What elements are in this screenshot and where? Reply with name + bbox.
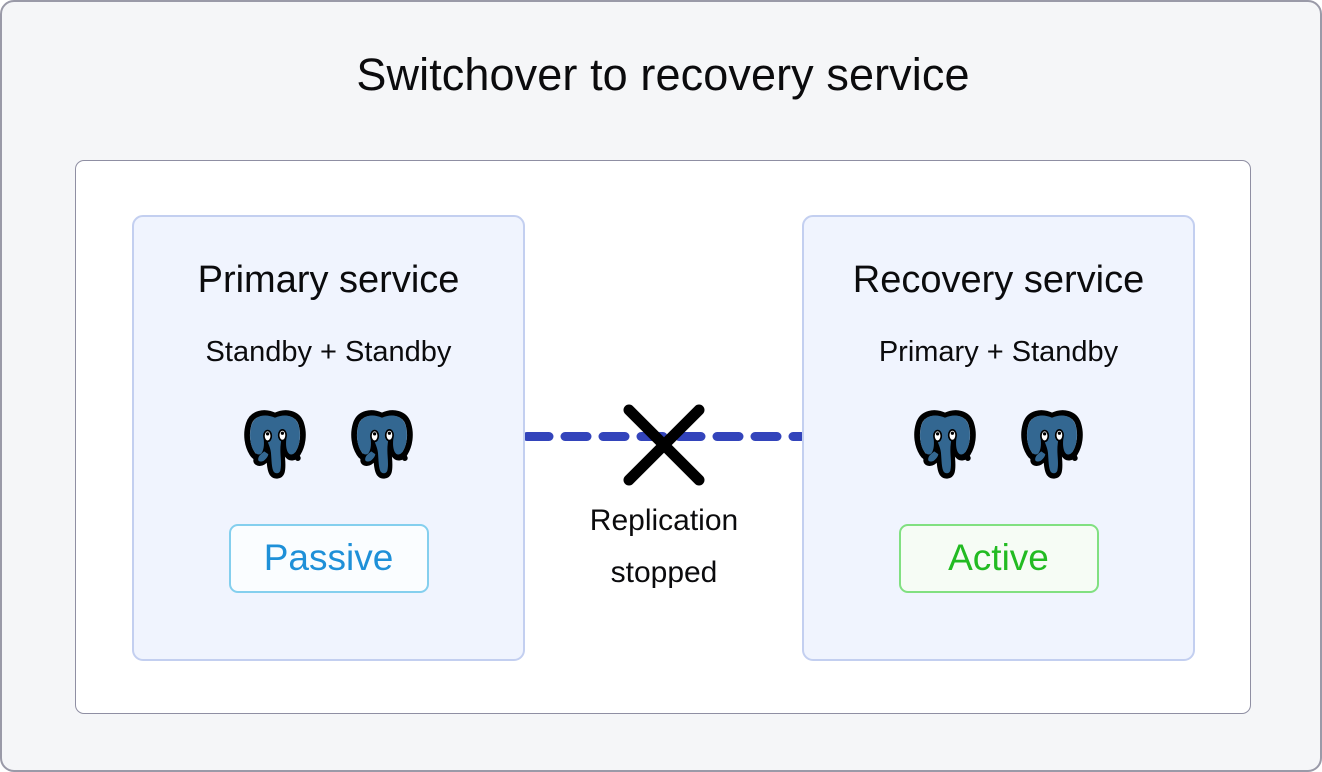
diagram-card: Primary service Standby + Standby [75, 160, 1251, 714]
status-badge-active: Active [898, 524, 1099, 594]
page-title: Switchover to recovery service [356, 49, 970, 100]
replication-dashed-line [525, 432, 803, 441]
postgresql-elephant-icon [1018, 409, 1086, 479]
replication-connector: Replication stopped [525, 379, 803, 589]
service-panel-recovery: Recovery service Primary + Standby [802, 215, 1195, 661]
replication-caption-line2: stopped [610, 555, 718, 589]
panel-subtitle-recovery: Primary + Standby [878, 336, 1119, 368]
node-row-recovery [911, 409, 1086, 479]
service-panel-primary: Primary service Standby + Standby [132, 215, 525, 661]
node-row-primary [241, 409, 416, 479]
panel-subtitle-primary: Standby + Standby [205, 336, 452, 368]
postgresql-elephant-icon [241, 409, 309, 479]
panel-title-primary: Primary service [197, 259, 460, 301]
postgresql-elephant-icon [348, 409, 416, 479]
replication-caption: Replication stopped [525, 495, 803, 599]
cross-icon [623, 404, 705, 486]
replication-caption-line1: Replication [589, 504, 739, 537]
status-badge-passive: Passive [228, 524, 429, 594]
panel-title-recovery: Recovery service [852, 259, 1145, 301]
postgresql-elephant-icon [911, 409, 979, 479]
